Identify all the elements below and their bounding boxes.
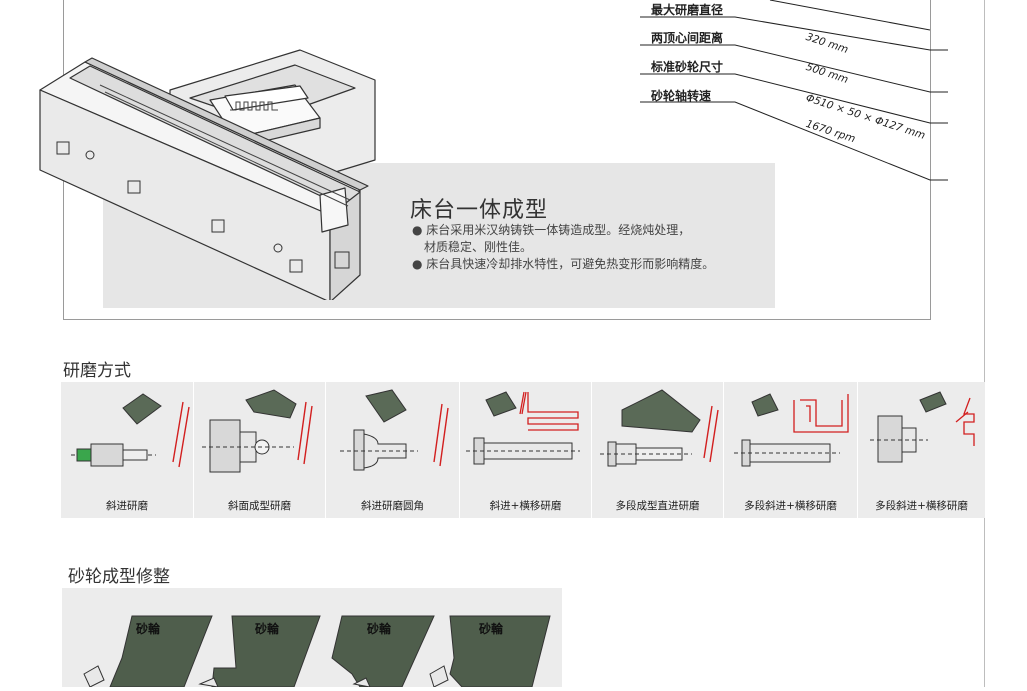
method-label: 斜面成型研磨: [228, 500, 291, 512]
feature-bullet-1-line-2: 材质稳定、刚性佳。: [424, 240, 533, 254]
method-label: 多段成型直进研磨: [615, 500, 700, 512]
method-card: 斜面成型研磨: [193, 382, 325, 518]
method-2-diagram: [202, 389, 313, 473]
right-divider: [984, 0, 985, 687]
method-7-diagram: [870, 391, 975, 463]
grinding-methods-title: 研磨方式: [63, 361, 131, 381]
wheel-dressing-panel: 砂輪 砂輪 砂輪 砂輪: [62, 588, 562, 688]
feature-bullet-2: ● 床台具快速冷却排水特性，可避免热变形而影响精度。: [412, 257, 715, 271]
method-label: 斜进研磨圆角: [361, 500, 424, 512]
spec-label-spindle-speed: 砂轮轴转速: [651, 89, 712, 103]
wheel-tag-2: 砂輪: [255, 622, 280, 636]
spec-leader-lines: [640, 0, 948, 181]
method-card: 斜进研磨: [60, 382, 193, 518]
method-1-diagram: [71, 393, 190, 468]
method-label: 多段斜进+横移研磨: [744, 500, 837, 512]
method-card: 多段成型直进研磨: [591, 382, 723, 518]
wheel-tag-4: 砂輪: [479, 622, 504, 636]
wheel-tag-1: 砂輪: [136, 622, 161, 636]
wheel-dressing-diagrams: [83, 615, 551, 688]
grinding-methods-strip: 斜进研磨 斜面成型研磨 斜进研磨圆角: [60, 382, 985, 518]
method-5-diagram: [600, 389, 719, 467]
machine-bed-illustration: [39, 49, 376, 300]
method-4-diagram: [466, 391, 580, 465]
wheel-tag-3: 砂輪: [367, 622, 392, 636]
method-card: 斜进+横移研磨: [459, 382, 591, 518]
method-6-diagram: [734, 393, 849, 467]
method-card: 斜进研磨圆角: [325, 382, 459, 518]
feature-bullet-1: ● 床台采用米汉纳铸铁一体铸造成型。经烧炖处理， 材质稳定、刚性佳。: [412, 222, 690, 256]
method-card: 多段斜进+横移研磨: [857, 382, 985, 518]
feature-bullet-1-line-1: ● 床台采用米汉纳铸铁一体铸造成型。经烧炖处理，: [412, 223, 691, 237]
method-card: 多段斜进+横移研磨: [723, 382, 857, 518]
spec-label-center-distance: 两顶心间距离: [651, 31, 724, 45]
feature-title: 床台一体成型: [410, 198, 549, 223]
method-3-diagram: [340, 389, 449, 471]
method-label: 斜进+横移研磨: [489, 500, 562, 512]
wheel-dressing-title: 砂轮成型修整: [68, 567, 170, 587]
spec-label-max-diameter: 最大研磨直径: [651, 3, 724, 17]
method-label: 斜进研磨: [106, 500, 148, 512]
method-label: 多段斜进+横移研磨: [875, 500, 968, 512]
spec-label-wheel-size: 标准砂轮尺寸: [651, 60, 724, 74]
